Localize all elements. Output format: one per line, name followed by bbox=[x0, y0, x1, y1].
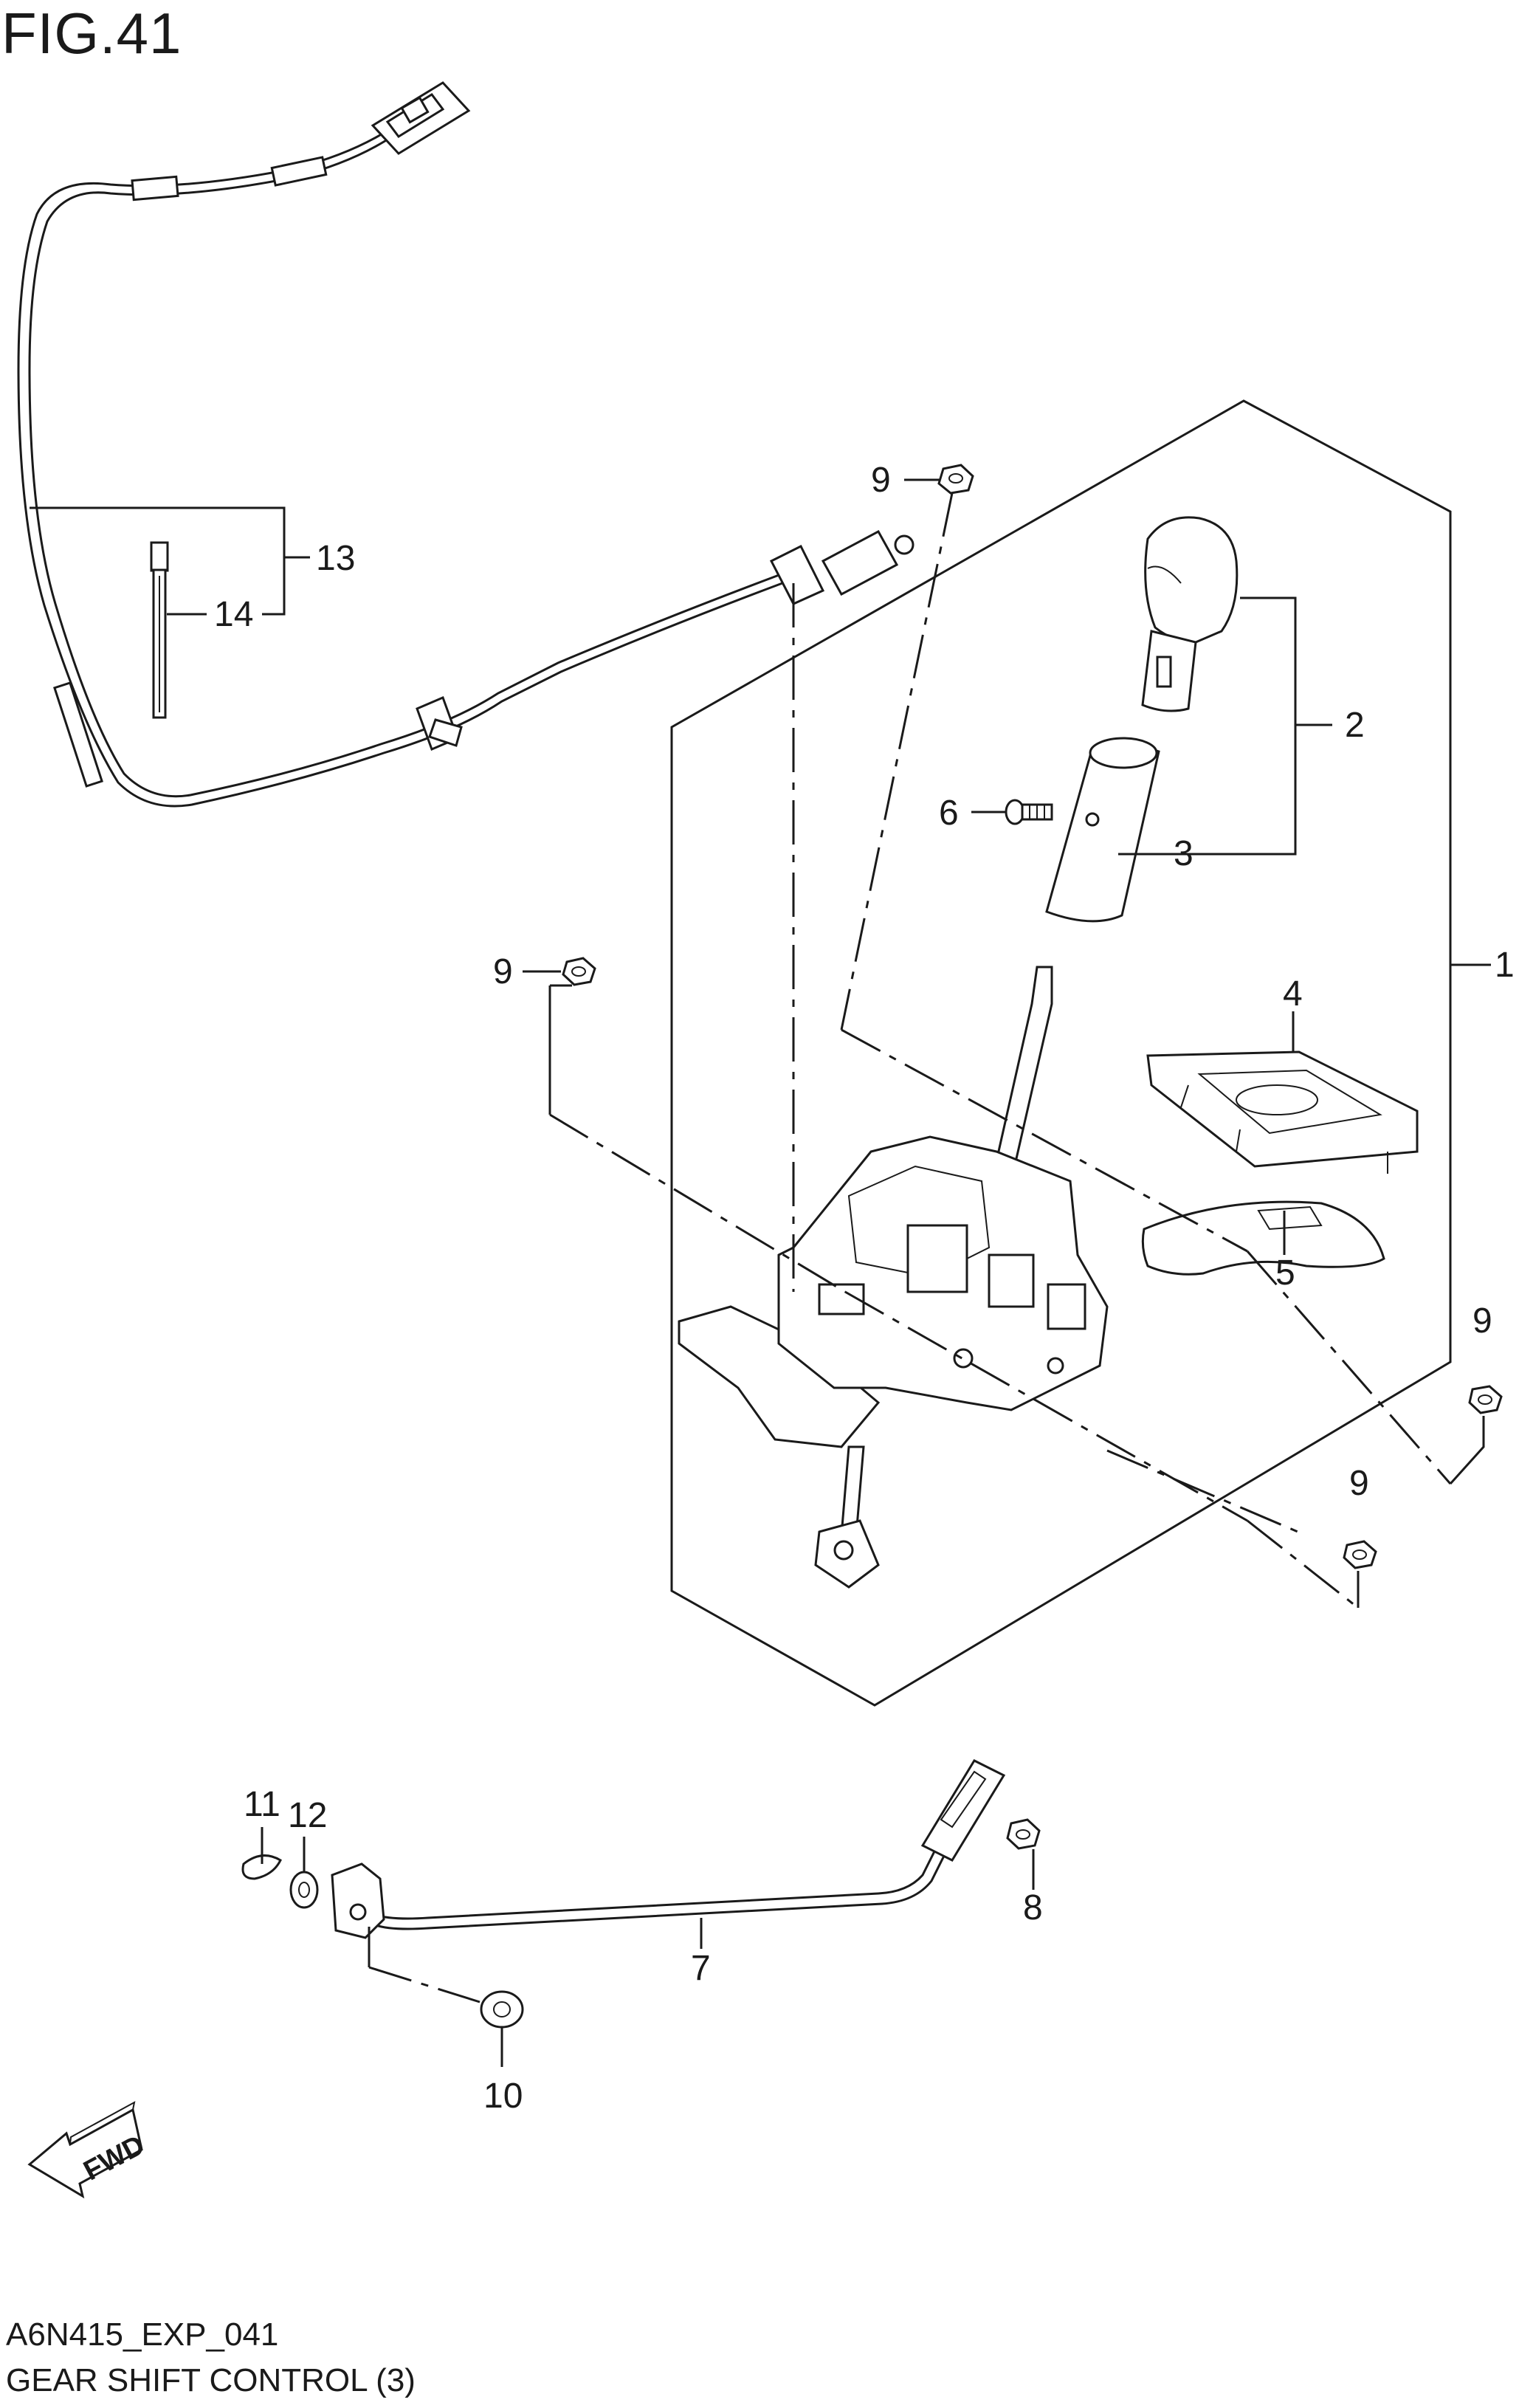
indicator-panel bbox=[1146, 1050, 1419, 1174]
fwd-arrow-icon: FWD bbox=[27, 2101, 150, 2199]
knob-shaft bbox=[1045, 737, 1160, 923]
shifter-base bbox=[678, 966, 1109, 1589]
callout-11: 11 bbox=[244, 1785, 280, 1824]
callout-8: 8 bbox=[1023, 1888, 1043, 1927]
figure-caption: GEAR SHIFT CONTROL (3) bbox=[6, 2362, 416, 2398]
callout-10: 10 bbox=[483, 2077, 523, 2116]
nut-9-lower bbox=[1343, 1540, 1377, 1569]
callout-6: 6 bbox=[939, 794, 959, 833]
callout-1: 1 bbox=[1495, 946, 1515, 985]
callout-9-lower: 9 bbox=[1349, 1464, 1369, 1503]
dust-boot bbox=[1141, 1200, 1385, 1276]
figure-code: A6N415_EXP_041 bbox=[6, 2316, 279, 2353]
callout-9-top: 9 bbox=[871, 461, 891, 500]
washer-12 bbox=[289, 1871, 319, 1909]
callout-9-right: 9 bbox=[1472, 1301, 1492, 1341]
nut-9-top bbox=[937, 464, 974, 495]
callout-2: 2 bbox=[1345, 706, 1365, 745]
callout-5: 5 bbox=[1275, 1253, 1295, 1293]
cable-tie bbox=[150, 541, 169, 719]
assembly-boundary bbox=[670, 399, 1452, 1707]
bushing-10 bbox=[480, 1990, 524, 2029]
control-rod bbox=[331, 1759, 1006, 1939]
screw bbox=[1005, 799, 1053, 825]
callout-12: 12 bbox=[288, 1796, 327, 1835]
callout-13: 13 bbox=[316, 539, 355, 578]
callout-4: 4 bbox=[1283, 974, 1303, 1014]
harness-clamp bbox=[416, 695, 463, 751]
callout-3: 3 bbox=[1174, 834, 1194, 873]
figure-title: FIG.41 bbox=[1, 1, 182, 66]
shift-knob bbox=[1141, 516, 1239, 712]
callout-7: 7 bbox=[691, 1949, 711, 1988]
callout-14: 14 bbox=[214, 595, 253, 634]
nut-8 bbox=[1006, 1818, 1041, 1850]
wire-harness bbox=[17, 81, 914, 808]
nut-9-right bbox=[1468, 1385, 1503, 1414]
callout-9-left: 9 bbox=[493, 952, 513, 991]
harness-connector-shifter bbox=[769, 529, 914, 605]
harness-connector-top bbox=[371, 81, 471, 155]
nut-9-left bbox=[562, 957, 596, 986]
